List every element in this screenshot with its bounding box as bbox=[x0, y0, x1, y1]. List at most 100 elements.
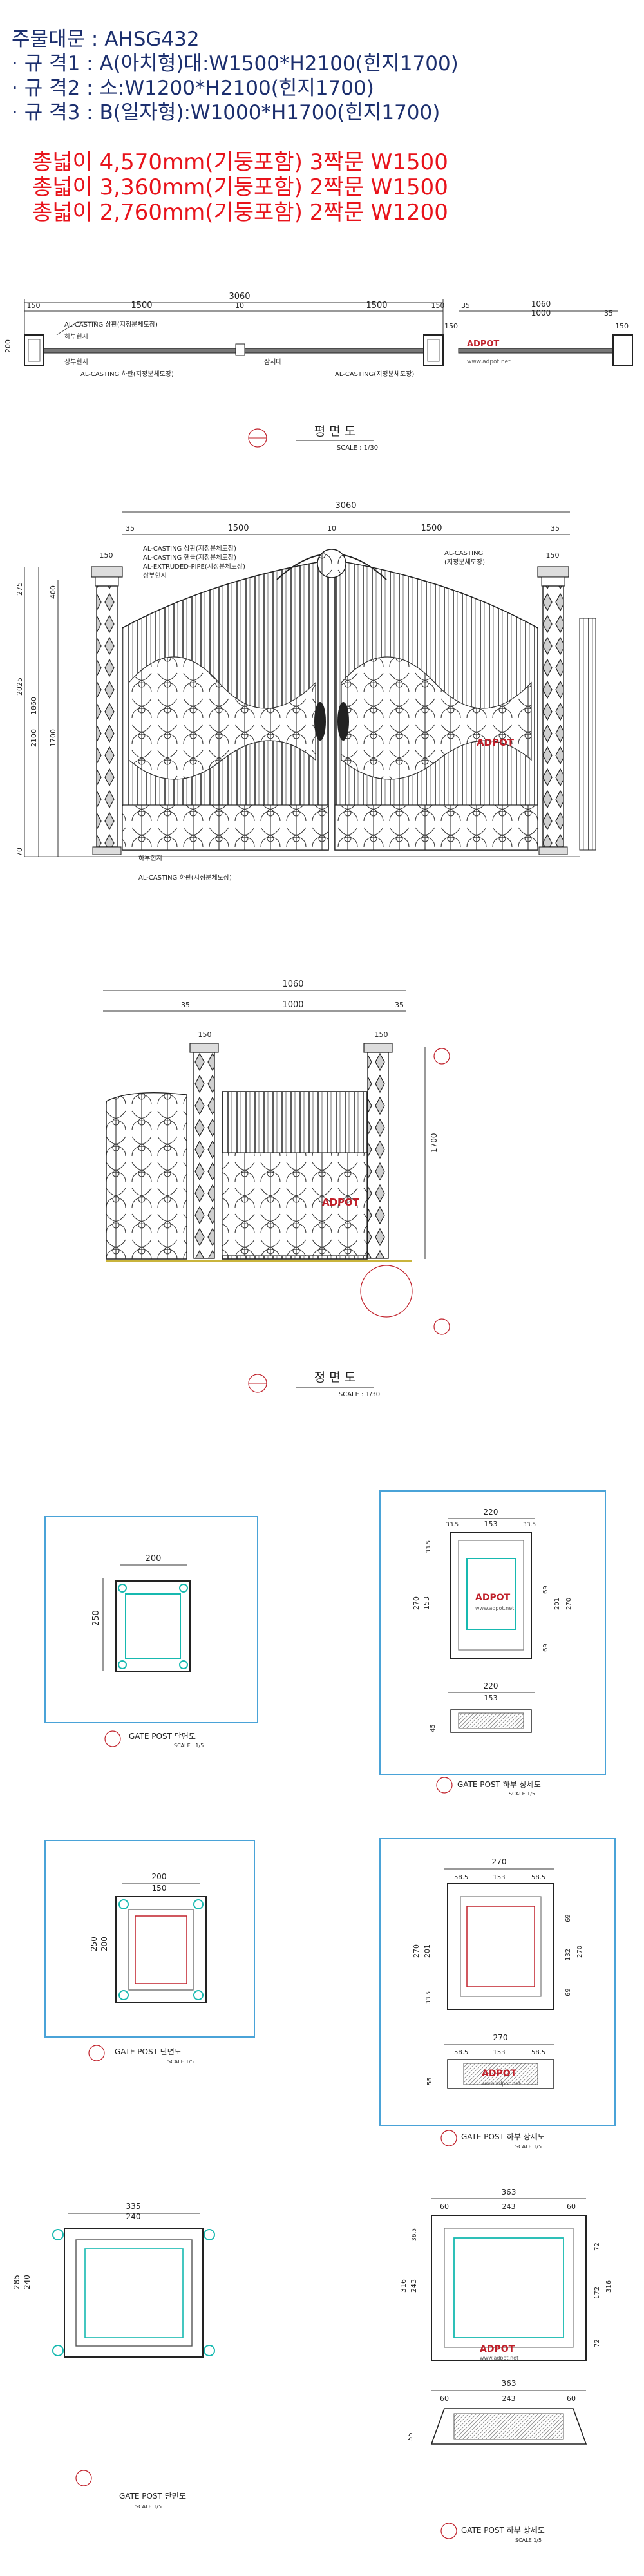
d3-width-inner: 150 bbox=[152, 1884, 167, 1893]
d5-width-inner: 240 bbox=[126, 2212, 141, 2221]
front-crest bbox=[317, 549, 346, 578]
d6-v-mid: 172 bbox=[594, 2287, 601, 2299]
d3-scale: SCALE 1/5 bbox=[167, 2059, 194, 2065]
plan-scale: SCALE : 1/30 bbox=[337, 444, 378, 451]
d6-watermark-url: www.adpot.net bbox=[480, 2355, 518, 2361]
d2-v-top: 69 bbox=[542, 1586, 549, 1594]
d6-v-top: 72 bbox=[594, 2242, 601, 2251]
d5-height-inner: 240 bbox=[23, 2275, 32, 2289]
plan-small-total: 1060 bbox=[531, 299, 551, 308]
total-width-3: 총넓이 2,760mm(기둥포함) 2짝문 W1200 bbox=[32, 200, 448, 225]
front-watermark: ADPOT bbox=[477, 737, 515, 748]
d6-b1: 60 bbox=[440, 2394, 449, 2403]
plan-stopper bbox=[235, 343, 245, 356]
small-scale: SCALE : 1/30 bbox=[339, 1391, 380, 1398]
plan-small-post-r: 150 bbox=[615, 322, 629, 330]
front-dim-gap-l: 35 bbox=[126, 524, 135, 533]
small-left-post bbox=[193, 1052, 215, 1259]
d1-scale: SCALE : 1/5 bbox=[174, 1743, 204, 1748]
plan-left-leaf bbox=[43, 348, 238, 354]
plan-right-leaf bbox=[243, 348, 424, 354]
plan-label-bottom: AL-CASTING 하판(지정분체도장) bbox=[80, 370, 174, 378]
front-dim-cap: 400 bbox=[49, 585, 57, 599]
d4-b1: 58.5 bbox=[454, 2049, 468, 2056]
d6-b3: 60 bbox=[567, 2394, 576, 2403]
front-right-post-cap bbox=[537, 566, 569, 578]
plan-small-gap1: 35 bbox=[461, 301, 470, 310]
plan-small-leaf: 1000 bbox=[531, 308, 551, 317]
d2-h-foot: 45 bbox=[430, 1724, 437, 1732]
front-right-post bbox=[542, 585, 564, 848]
front-dim-gap-r: 35 bbox=[551, 524, 560, 533]
d4-v-top: 69 bbox=[565, 1914, 572, 1922]
total-width-2: 총넓이 3,360mm(기둥포함) 2짝문 W1500 bbox=[32, 175, 448, 200]
spec-2: · 규 격2 : 소:W1200*H2100(힌지1700) bbox=[12, 77, 374, 100]
front-label-pipe: AL-EXTRUDED-PIPE(지정분체도장) bbox=[143, 563, 245, 571]
d3-title: GATE POST 단면도 bbox=[115, 2047, 182, 2056]
d6-b2: 243 bbox=[502, 2394, 516, 2403]
plan-left-post bbox=[24, 334, 44, 366]
detail-1: 200 250 GATE POST 단면도 SCALE : 1/5 bbox=[44, 1516, 258, 1748]
d1-title: GATE POST 단면도 bbox=[129, 1732, 196, 1741]
front-label-upper-hinge: 상부힌지 bbox=[143, 572, 167, 580]
d4-v-total: 270 bbox=[412, 1944, 421, 1958]
d4-v-right: 270 bbox=[576, 1946, 583, 1958]
d2-side-r: 33.5 bbox=[523, 1522, 536, 1528]
d2-title: GATE POST 하부 상세도 bbox=[457, 1780, 541, 1789]
front-label-top-rail: AL-CASTING 상판(지정분체도장) bbox=[143, 545, 236, 553]
d2-v-side: 201 bbox=[554, 1598, 561, 1610]
small-dim-height: 1700 bbox=[430, 1133, 439, 1153]
front-handle-left bbox=[314, 702, 326, 741]
small-dim-post-l: 150 bbox=[198, 1030, 212, 1039]
front-label-right-casting: AL-CASTING bbox=[444, 550, 483, 557]
front-label-handle: AL-CASTING 핸들(지정분체도장) bbox=[143, 554, 236, 562]
d4-v-mid: 132 bbox=[565, 1949, 572, 1961]
detail-3: 200 150 250 200 GATE POST 단면도 SCALE 1/5 bbox=[44, 1840, 255, 2065]
d4-h-foot: 55 bbox=[426, 2077, 433, 2085]
d2-top: 220 bbox=[484, 1508, 498, 1517]
d4-t2: 153 bbox=[493, 1874, 505, 1881]
front-left-post bbox=[96, 585, 118, 848]
plan-watermark: ADPOT bbox=[467, 339, 499, 349]
plan-label-stopper: 잠지대 bbox=[264, 358, 282, 366]
d4-t1: 58.5 bbox=[454, 1874, 468, 1881]
d6-t2: 243 bbox=[502, 2202, 516, 2211]
d2-side-l: 33.5 bbox=[446, 1522, 459, 1528]
front-dim-post-l: 150 bbox=[100, 551, 113, 560]
d2-watermark-url: www.adpot.net bbox=[475, 1605, 514, 1611]
d2-v-bottom: 69 bbox=[542, 1643, 549, 1652]
small-dim-leaf: 1000 bbox=[282, 1000, 303, 1010]
plan-small-gap2: 35 bbox=[604, 309, 613, 317]
small-dim-total: 1060 bbox=[282, 980, 303, 989]
d2-bottom-total: 220 bbox=[484, 1681, 498, 1690]
d6-v-small: 36.5 bbox=[412, 2228, 418, 2241]
d4-watermark-url: www.adpot.net bbox=[482, 2081, 520, 2087]
front-dim-center: 10 bbox=[327, 524, 336, 533]
front-dim-base: 70 bbox=[15, 848, 24, 857]
small-title: 정 면 도 bbox=[314, 1370, 356, 1385]
small-dim-post-r: 150 bbox=[375, 1030, 388, 1039]
d1-width: 200 bbox=[146, 1554, 162, 1564]
small-dim-gap-l: 35 bbox=[181, 1001, 190, 1009]
d6-v-right: 316 bbox=[605, 2280, 612, 2293]
plan-right-post bbox=[423, 334, 444, 366]
spec-3: · 규 격3 : B(일자형):W1000*H1700(힌지1700) bbox=[12, 101, 440, 124]
d6-top: 363 bbox=[502, 2188, 516, 2197]
d5-scale: SCALE 1/5 bbox=[135, 2504, 162, 2510]
plan-view: 3060 150 1500 10 1500 150 200 AL-CASTING… bbox=[4, 292, 633, 451]
d2-bottom-inner: 153 bbox=[484, 1694, 498, 1702]
plan-title: 평 면 도 bbox=[314, 424, 356, 439]
d6-v-total: 316 bbox=[399, 2279, 408, 2293]
detail-5: 335 240 285 240 GATE POST 단면도 SCALE 1/5 bbox=[12, 2202, 215, 2510]
front-dim-h-total: 2025 bbox=[15, 677, 24, 696]
d5-width: 335 bbox=[126, 2202, 141, 2211]
d6-title: GATE POST 하부 상세도 bbox=[461, 2526, 545, 2535]
d2-v-small: 33.5 bbox=[426, 1540, 432, 1553]
front-dim-h-mid: 1860 bbox=[30, 697, 38, 715]
d5-title: GATE POST 단면도 bbox=[119, 2492, 186, 2501]
plan-label-right: AL-CASTING(지정분체도장) bbox=[335, 370, 414, 378]
detail-4: 270 58.5 153 58.5 270 201 33.5 69 132 69… bbox=[379, 1838, 616, 2150]
front-dim-leaf-l: 1500 bbox=[227, 524, 249, 533]
d6-t1: 60 bbox=[440, 2202, 449, 2211]
